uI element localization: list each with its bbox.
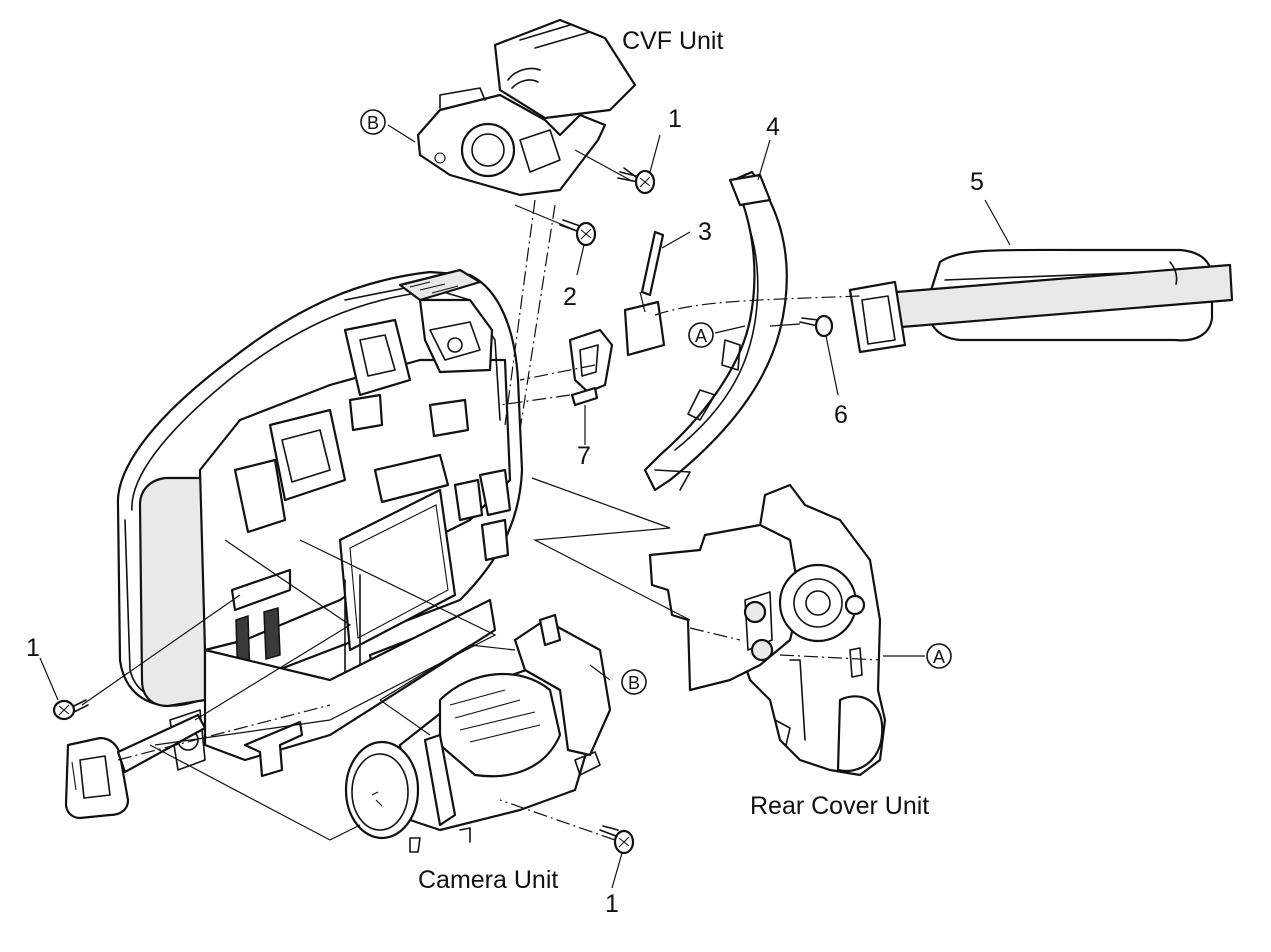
- connector-cable: [64, 713, 207, 820]
- rear-cover-unit-label: Rear Cover Unit: [750, 792, 929, 820]
- part-number-small-bracket: 7: [577, 442, 591, 470]
- part-number-grip-cover: 4: [766, 113, 780, 141]
- camera-unit-label: Camera Unit: [418, 866, 558, 894]
- callout-leaders: [39, 124, 1011, 889]
- screw-bottom: [599, 825, 635, 855]
- grip-cover: [623, 170, 788, 492]
- screw-cvf: [617, 167, 656, 195]
- rear-cover-unit: [648, 483, 887, 777]
- ref-mark-a-grip: A: [688, 322, 714, 348]
- part-number-pin: 3: [698, 218, 712, 246]
- screw-left: [52, 699, 89, 721]
- part-number-grip-belt: 5: [970, 168, 984, 196]
- cvf-unit-label: CVF Unit: [622, 27, 723, 55]
- main-body-chassis: [116, 268, 524, 778]
- part-number-screw-cvf: 1: [668, 105, 682, 133]
- camera-unit: [344, 613, 612, 853]
- grip-belt: [848, 248, 1234, 354]
- screw-a: [559, 219, 597, 247]
- small-bracket: [568, 328, 614, 407]
- cvf-unit: [416, 18, 637, 197]
- ref-mark-a-grip-text: A: [695, 326, 707, 346]
- part-number-screw-belt: 6: [834, 401, 848, 429]
- ref-mark-a-rear: A: [926, 643, 952, 669]
- ref-mark-a-rear-text: A: [933, 647, 945, 667]
- screw-belt: [799, 314, 834, 338]
- part-number-screw-left: 1: [26, 634, 40, 662]
- part-number-screw-a: 2: [563, 283, 577, 311]
- ref-mark-b-top: B: [360, 109, 386, 135]
- ref-mark-b-top-text: B: [367, 113, 379, 133]
- part-number-screw-bottom: 1: [605, 890, 619, 918]
- ref-mark-b-camera-text: B: [628, 673, 640, 693]
- ref-mark-b-camera: B: [621, 669, 647, 695]
- pin: [640, 230, 665, 297]
- assembly-leader-lines: [81, 149, 881, 841]
